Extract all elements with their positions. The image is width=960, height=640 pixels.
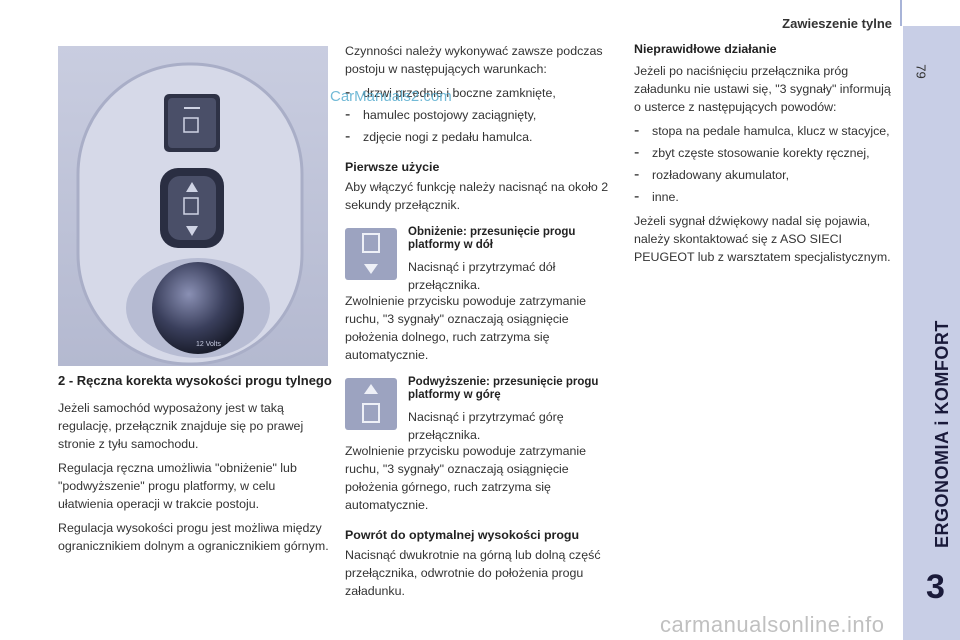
raise-title: Podwyższenie: przesunięcie progu platfor… bbox=[408, 376, 599, 401]
lower-title: Obniżenie: przesunięcie progu platformy … bbox=[408, 226, 576, 251]
header-divider bbox=[900, 0, 902, 26]
switch-illustration: 12 Volts bbox=[76, 62, 304, 366]
list-item: -hamulec postojowy zaciągnięty, bbox=[345, 106, 537, 123]
watermark-top: CarManuals2.com bbox=[330, 88, 452, 105]
raise-block: Podwyższenie: przesunięcie progu platfor… bbox=[408, 376, 608, 444]
malfunction-outro: Jeżeli sygnał dźwiękowy nadal się pojawi… bbox=[634, 214, 891, 264]
knob-label: 12 Volts bbox=[196, 341, 221, 348]
middle-column: Czynności należy wykonywać zawsze podcza… bbox=[345, 42, 610, 214]
list-item: -rozładowany akumulator, bbox=[634, 166, 790, 183]
page-number: 79 bbox=[913, 64, 929, 79]
list-item: -zdjęcie nogi z pedału hamulca. bbox=[345, 128, 533, 145]
raise-text: Nacisnąć i przytrzymać górę przełącznika… bbox=[408, 410, 564, 442]
right-column: Nieprawidłowe działanie Jeżeli po naciśn… bbox=[634, 42, 896, 266]
chapter-title: ERGONOMIA i KOMFORT bbox=[932, 320, 952, 548]
malfunction-title: Nieprawidłowe działanie bbox=[634, 42, 777, 56]
list-item: -stopa na pedale hamulca, klucz w stacyj… bbox=[634, 122, 890, 139]
raise-release-block: Zwolnienie przycisku powoduje zatrzymani… bbox=[345, 442, 610, 600]
list-item: -inne. bbox=[634, 188, 679, 205]
optimal-title: Powrót do optymalnej wysokości progu bbox=[345, 528, 580, 542]
watermark-bottom: carmanualsonline.info bbox=[660, 612, 885, 637]
optimal-text: Nacisnąć dwukrotnie na górną lub dolną c… bbox=[345, 548, 601, 598]
first-use-title: Pierwsze użycie bbox=[345, 160, 440, 174]
left-paragraph-2: Regulacja ręczna umożliwia "obniżenie" l… bbox=[58, 461, 297, 511]
chapter-number: 3 bbox=[926, 568, 945, 606]
section-heading: 2 - Ręczna korekta wysokości progu tylne… bbox=[58, 373, 332, 388]
switch-up-icon bbox=[345, 378, 397, 430]
switch-down-icon bbox=[345, 228, 397, 280]
section-header: Zawieszenie tylne bbox=[782, 16, 892, 31]
conditions-intro: Czynności należy wykonywać zawsze podcza… bbox=[345, 44, 603, 76]
left-paragraph-1: Jeżeli samochód wyposażony jest w taką r… bbox=[58, 401, 304, 451]
lower-release: Zwolnienie przycisku powoduje zatrzymani… bbox=[345, 294, 587, 362]
lower-block: Obniżenie: przesunięcie progu platformy … bbox=[408, 226, 608, 294]
lower-text: Nacisnąć i przytrzymać dół przełącznika. bbox=[408, 260, 556, 292]
raise-release: Zwolnienie przycisku powoduje zatrzymani… bbox=[345, 444, 587, 512]
first-use-text: Aby włączyć funkcję należy nacisnąć na o… bbox=[345, 180, 609, 212]
malfunction-intro: Jeżeli po naciśnięciu przełącznika próg … bbox=[634, 64, 891, 114]
left-column: 2 - Ręczna korekta wysokości progu tylne… bbox=[58, 372, 333, 555]
sidebar-band bbox=[903, 26, 960, 640]
left-paragraph-3: Regulacja wysokości progu jest możliwa m… bbox=[58, 521, 329, 553]
list-item: -drzwi przednie i boczne zamknięte, bbox=[345, 84, 556, 101]
list-item: -zbyt częste stosowanie korekty ręcznej, bbox=[634, 144, 870, 161]
lower-release-block: Zwolnienie przycisku powoduje zatrzymani… bbox=[345, 292, 610, 364]
switch-photo: 12 Volts bbox=[58, 46, 328, 366]
